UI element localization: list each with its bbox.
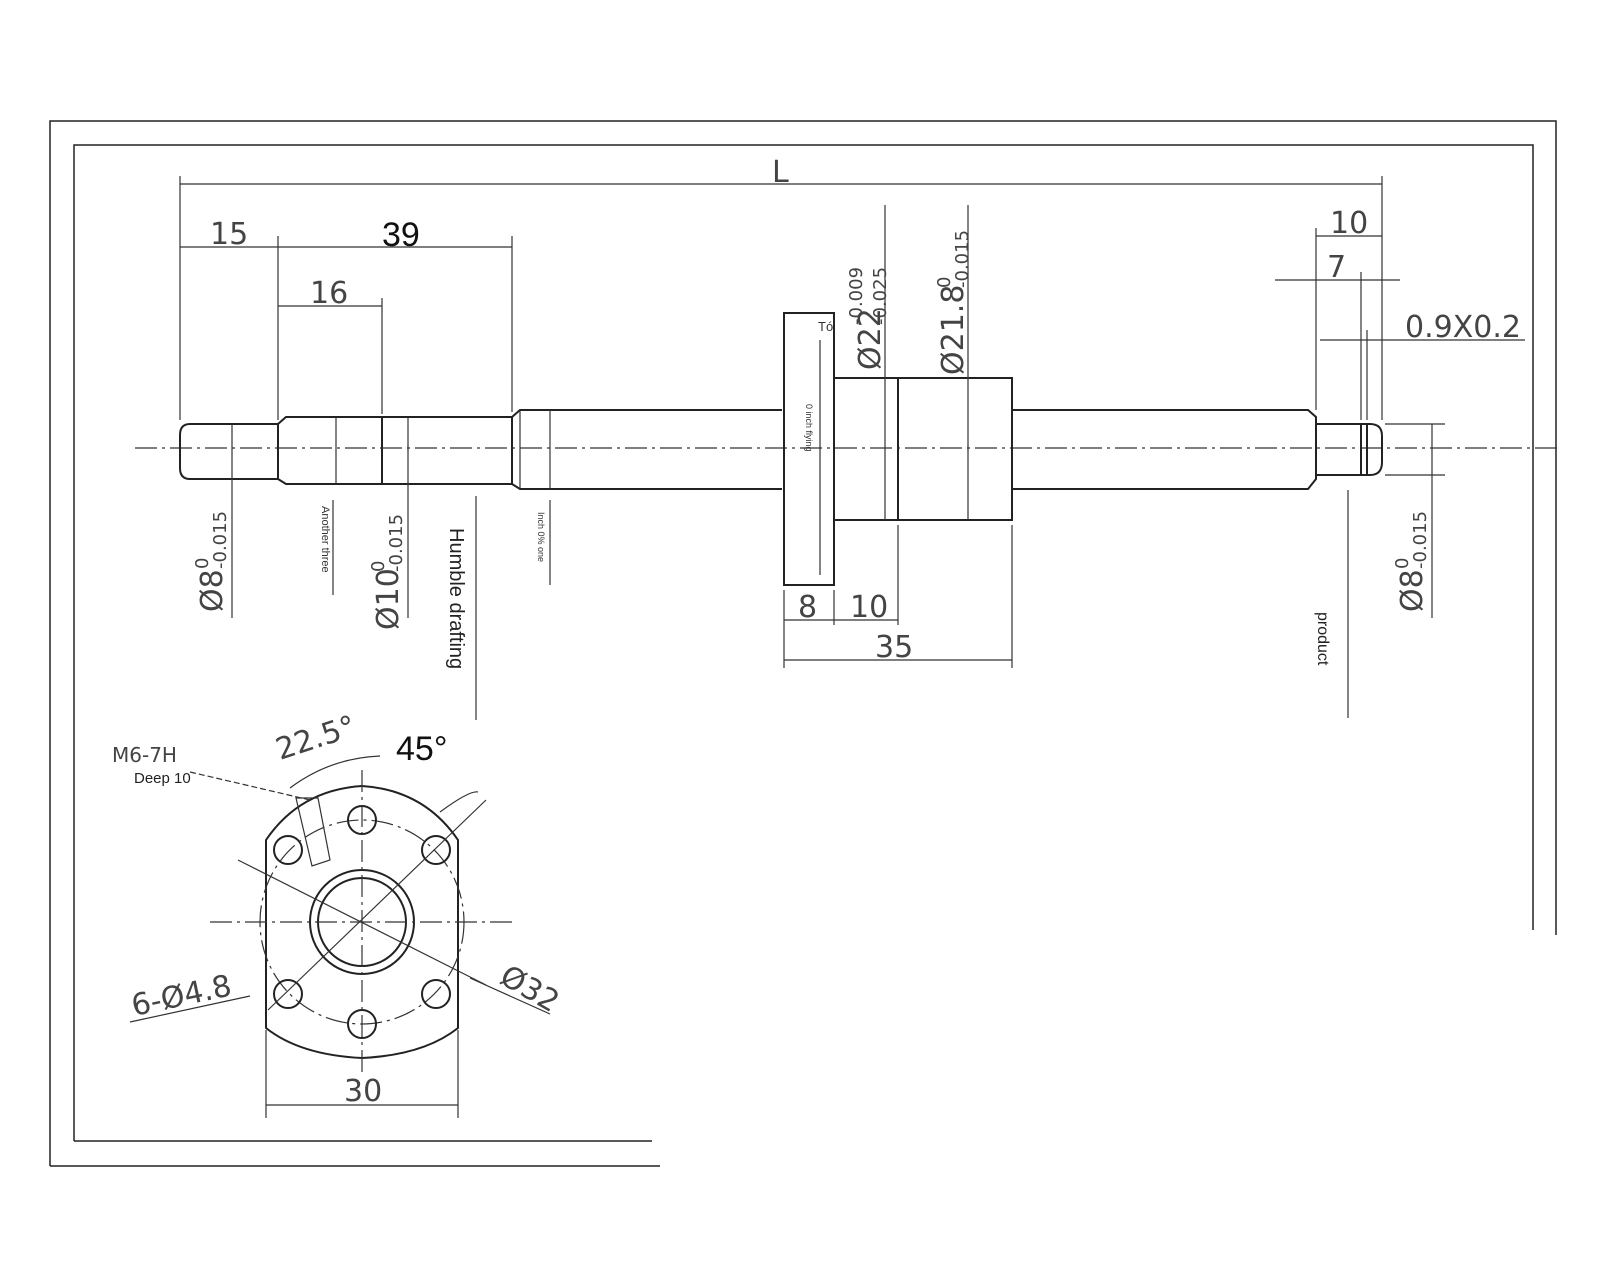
another-three-note: Another three xyxy=(319,506,331,573)
d22-upper: -0.009 xyxy=(846,267,867,325)
d8-left-upper: 0 xyxy=(192,558,213,569)
d10-base: Ø10 xyxy=(371,568,406,630)
d8-right-upper: 0 xyxy=(1392,558,1413,569)
d8-right-base: Ø8 xyxy=(1395,569,1430,612)
drawing-frame xyxy=(49,120,1557,1167)
pcd-label: Ø32 xyxy=(494,959,565,1020)
groove-pos-label: 7 xyxy=(1327,250,1346,285)
overall-length-label: L xyxy=(772,155,789,190)
width-label: 30 xyxy=(344,1074,382,1109)
nut-step-label: 10 xyxy=(850,590,888,625)
thread-end-label: 39 xyxy=(382,216,420,254)
tolerance-labels: Ø8 0 -0.015 Ø10 0 -0.015 Ø8 0 -0.015 Ø22… xyxy=(192,230,1431,630)
d22-lower: -0.025 xyxy=(870,267,891,325)
thread-spec-label: M6-7H xyxy=(112,743,177,767)
d21-8-base: Ø21.8 xyxy=(936,285,971,375)
d21-8-upper: 0 xyxy=(934,277,955,288)
d8-left-lower: -0.015 xyxy=(210,511,231,569)
left-journal-label: 15 xyxy=(210,217,248,252)
inch-one-note: Inch 0% one xyxy=(536,512,546,562)
humble-drafting-note: Humble drafting xyxy=(445,528,467,669)
groove-label: 0.9X0.2 xyxy=(1405,310,1521,345)
bearing-seat-label: 16 xyxy=(310,276,348,311)
d22-base: Ø22 xyxy=(853,308,888,370)
nut-length-label: 35 xyxy=(875,630,913,665)
ball-screw-shaft xyxy=(179,409,1383,490)
angle-45-label: 45° xyxy=(396,730,447,768)
to-note: Tó xyxy=(818,319,833,334)
d21-8-lower: -0.015 xyxy=(952,230,973,288)
holes-label: 6-Ø4.8 xyxy=(128,969,234,1024)
product-note: product xyxy=(1314,612,1331,666)
flange-label: 8 xyxy=(798,590,817,625)
d10-upper: 0 xyxy=(368,561,389,572)
annotations: Another three Humble drafting Inch 0% on… xyxy=(319,319,1331,669)
right-end-label: 10 xyxy=(1330,206,1368,241)
thread-depth-label: Deep 10 xyxy=(134,770,191,787)
dimension-lines xyxy=(179,176,1525,720)
d8-left-base: Ø8 xyxy=(195,569,230,612)
dimension-labels: L 15 39 16 10 7 0.9X0.2 8 10 35 30 Ø32 6… xyxy=(112,155,1521,1109)
flange-end-view xyxy=(129,755,551,1118)
d8-right-lower: -0.015 xyxy=(1410,511,1431,569)
ball-nut-side-view xyxy=(783,312,1013,586)
angle-22-label: 22.5° xyxy=(272,709,361,768)
d10-lower: -0.015 xyxy=(386,514,407,572)
inch-flying-note: 0 inch flying xyxy=(804,404,814,452)
